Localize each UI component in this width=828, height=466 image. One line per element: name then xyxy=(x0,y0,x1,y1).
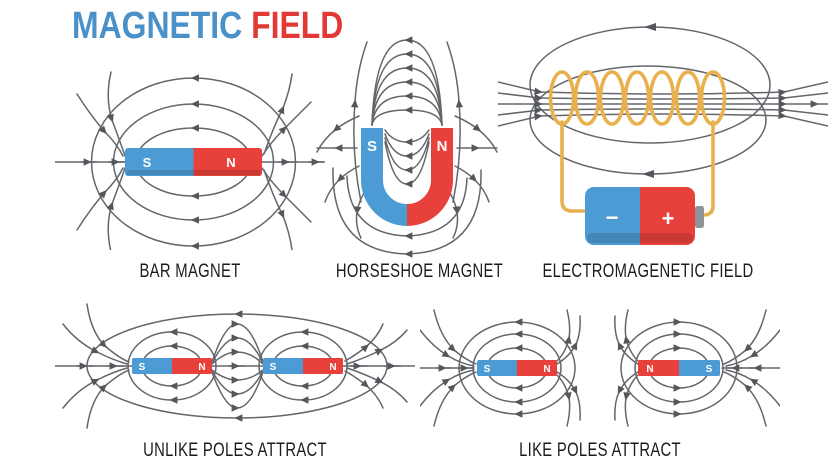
coil-loop xyxy=(674,70,702,126)
battery: − + xyxy=(585,187,704,245)
battery-plus-sign: + xyxy=(662,206,675,231)
battery-minus-sign: − xyxy=(606,205,619,230)
horseshoe-pole-n: N xyxy=(437,138,448,155)
title-word-field: FIELD xyxy=(251,5,344,47)
magnet-a-north-half xyxy=(172,358,212,374)
magnet-b-pole-s: S xyxy=(706,364,713,375)
horseshoe-magnet: S N xyxy=(361,128,453,226)
battery-positive-half xyxy=(640,187,695,245)
magnet-a-pole-s: S xyxy=(484,364,491,375)
bar-magnet-north-half xyxy=(193,148,262,176)
page-title: MAGNETIC FIELD xyxy=(72,4,343,48)
magnet-b-pole-n: N xyxy=(329,362,336,373)
bar-magnet-label: BAR MAGNET xyxy=(139,261,241,282)
bar-magnet-diagram: S N xyxy=(55,70,325,250)
like-poles-magnets: S N N S xyxy=(477,360,720,376)
magnet-a-pole-s: S xyxy=(139,362,146,373)
coil-wire-left xyxy=(560,120,588,213)
unlike-poles-label: UNLIKE POLES ATTRACT xyxy=(143,440,327,461)
magnet-a-north-half xyxy=(517,360,557,376)
bar-magnet-pole-n: N xyxy=(226,155,235,170)
horseshoe-north-arm xyxy=(406,128,453,226)
like-poles-diagram: S N N S xyxy=(420,298,780,440)
bar-magnet: S N xyxy=(125,148,262,176)
coil-loop xyxy=(548,70,576,126)
magnet-b-north-half xyxy=(303,358,343,374)
bar-magnet-shade xyxy=(127,170,260,175)
coil-loop xyxy=(648,70,676,126)
em-loop-top xyxy=(529,26,771,144)
bar-magnet-pole-s: S xyxy=(143,155,152,170)
magnet-b-pole-n: N xyxy=(646,364,653,375)
magnet-b-south-half xyxy=(679,360,720,376)
coil-loop xyxy=(598,70,626,126)
battery-shade xyxy=(587,233,693,243)
like-poles-label: LIKE POLES ATTRACT xyxy=(519,440,681,461)
magnet-a-pole-n: N xyxy=(543,364,550,375)
horseshoe-south-arm xyxy=(361,128,408,226)
coil-loop xyxy=(623,70,651,126)
coil-wire-right xyxy=(698,120,715,217)
em-loop-top-arrow xyxy=(644,23,656,31)
coil xyxy=(548,70,727,217)
coil-loop xyxy=(699,70,727,126)
electromagnetic-field-label: ELECTROMAGENETIC FIELD xyxy=(542,261,754,282)
electromagnetic-field-diagram: − + xyxy=(498,22,828,257)
magnet-b-pole-s: S xyxy=(270,362,277,373)
coil-loop xyxy=(573,70,601,126)
like-poles-field-lines xyxy=(420,309,780,427)
title-word-magnetic: MAGNETIC xyxy=(72,5,243,47)
em-field-lines xyxy=(498,23,828,178)
magnet-a-pole-n: N xyxy=(198,362,205,373)
unlike-poles-magnets: S N S N xyxy=(132,358,343,374)
unlike-poles-diagram: S N S N xyxy=(55,298,415,440)
horseshoe-magnet-diagram: S N xyxy=(315,30,505,265)
em-loop-bottom-arrow xyxy=(642,170,654,178)
horseshoe-magnet-label: HORSESHOE MAGNET xyxy=(335,261,504,282)
bar-magnet-field-lines xyxy=(55,71,325,250)
battery-terminal xyxy=(695,206,704,228)
unlike-poles-field-lines xyxy=(55,303,415,429)
horseshoe-field-lines xyxy=(316,36,498,258)
horseshoe-pole-s: S xyxy=(367,138,377,155)
